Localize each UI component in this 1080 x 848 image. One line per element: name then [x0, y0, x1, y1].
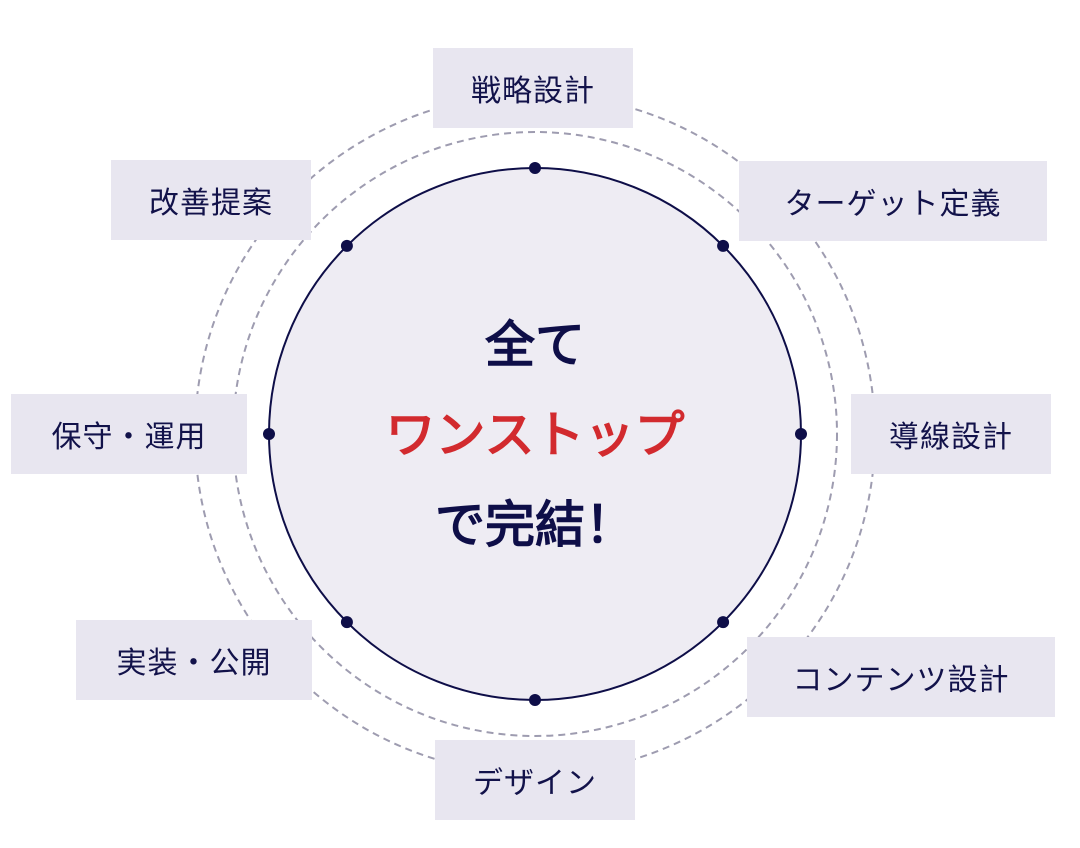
step-implement: 実装・公開 — [76, 620, 312, 700]
step-maintain: 保守・運用 — [11, 394, 247, 474]
step-flow: 導線設計 — [851, 394, 1051, 474]
center-line-2: ワンストップ — [385, 406, 685, 464]
step-dot — [717, 616, 730, 629]
step-dot — [529, 694, 541, 706]
step-dot — [340, 239, 353, 252]
center-line-1: 全て — [485, 316, 585, 374]
step-design: デザイン — [435, 740, 635, 820]
step-content: コンテンツ設計 — [747, 637, 1055, 717]
step-dot — [795, 428, 807, 440]
step-improve: 改善提案 — [111, 160, 311, 240]
center-message: 全て ワンストップ で完結！ — [335, 300, 735, 570]
step-strategy: 戦略設計 — [433, 48, 633, 128]
step-dot — [263, 428, 275, 440]
step-dot — [529, 162, 541, 174]
step-dot — [340, 616, 353, 629]
step-dot — [717, 239, 730, 252]
center-line-3: で完結！ — [435, 496, 635, 554]
step-target: ターゲット定義 — [739, 161, 1047, 241]
